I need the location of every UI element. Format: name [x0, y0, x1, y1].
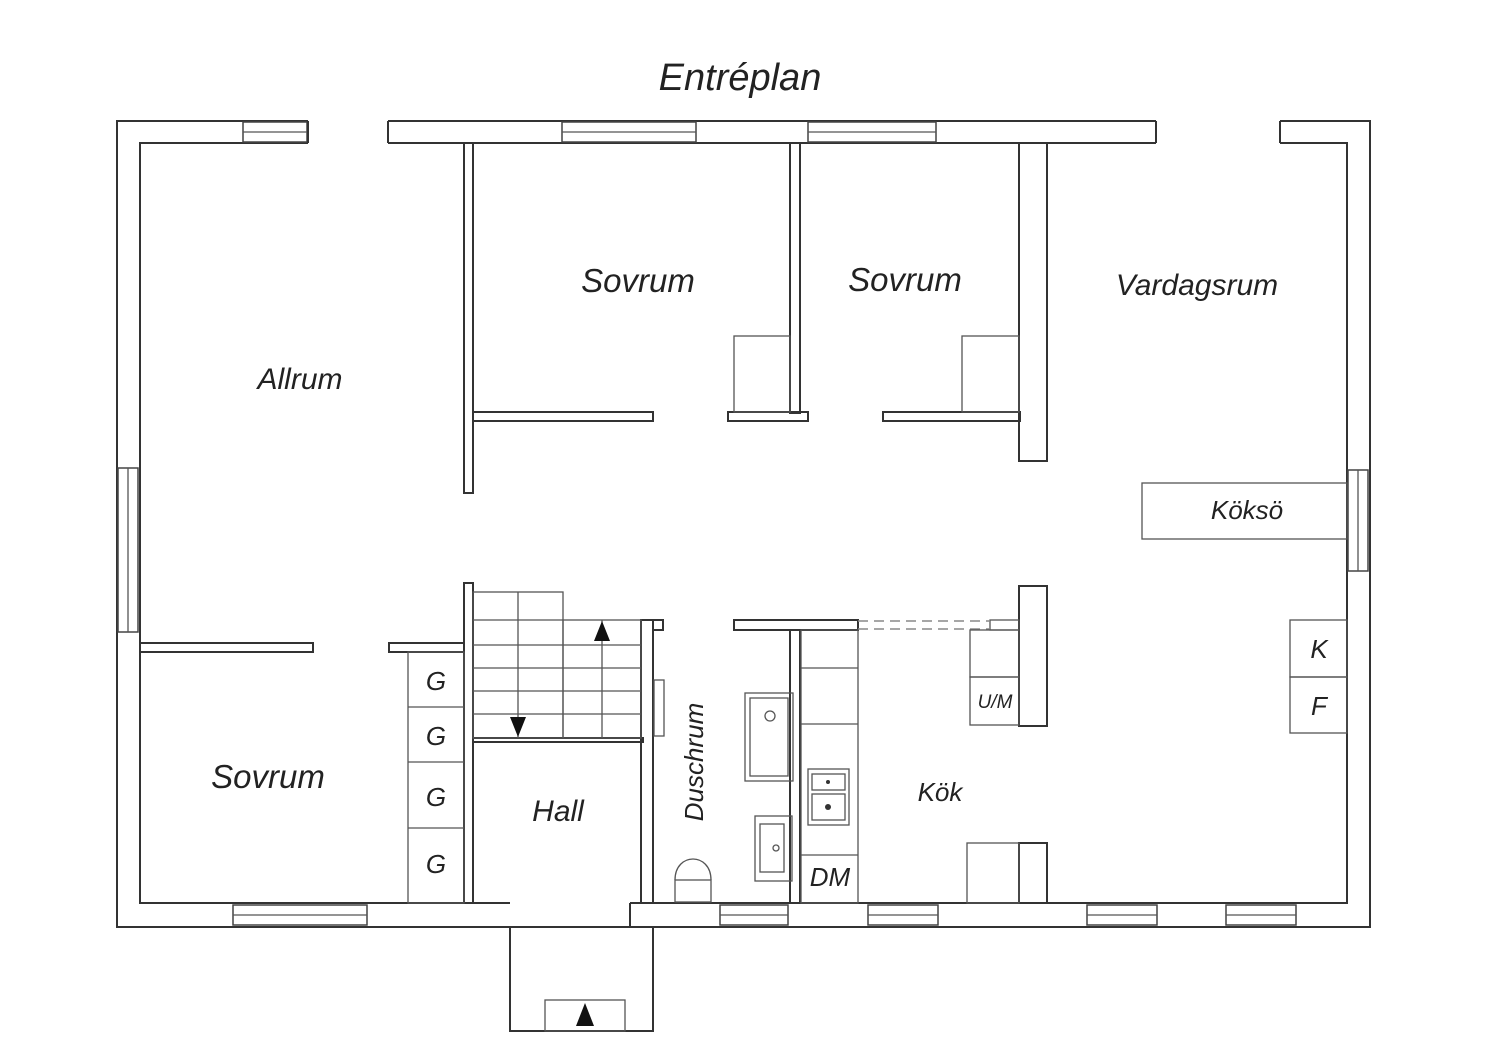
plan-title: Entréplan	[659, 57, 822, 99]
room-label-allrum: Allrum	[255, 363, 342, 396]
fixture-label-um: U/M	[978, 692, 1013, 713]
kitchen-fixtures	[800, 482, 1348, 904]
room-label-kokso: Köksö	[1211, 495, 1283, 525]
windows	[117, 121, 1369, 926]
fixture-label-k: K	[1310, 634, 1329, 664]
bathroom-fixtures	[674, 692, 794, 903]
room-label-sovrum: Sovrum	[848, 261, 962, 298]
kitchen-island	[1141, 482, 1348, 540]
wardrobe-label: G	[426, 782, 446, 812]
room-label-kok: Kök	[918, 777, 965, 807]
wardrobe-label: G	[426, 666, 446, 696]
washbasin	[754, 815, 793, 882]
shower-drain-icon	[764, 710, 776, 722]
staircase	[472, 591, 642, 739]
kitchen-sink-icon	[807, 768, 850, 826]
wardrobes: G G G G	[407, 651, 465, 904]
fixture-label-dm: DM	[810, 862, 851, 892]
stair-up-arrow-icon	[594, 621, 610, 641]
fixture-label-f: F	[1311, 691, 1329, 721]
room-label-vardagsrum: Vardagsrum	[1116, 269, 1278, 302]
entrance-steps	[509, 926, 654, 1032]
room-label-sovrum: Sovrum	[581, 262, 695, 299]
toilet-icon	[674, 858, 712, 903]
outer-walls	[116, 120, 1371, 928]
wardrobe-label: G	[426, 849, 446, 879]
room-label-sovrum: Sovrum	[211, 758, 325, 795]
room-label-duschrum: Duschrum	[679, 703, 709, 821]
wardrobe-label: G	[426, 721, 446, 751]
room-label-hall: Hall	[532, 795, 585, 828]
door-openings	[307, 119, 1281, 929]
stair-down-arrow-icon	[510, 717, 526, 737]
shower-tray	[744, 692, 794, 782]
entrance-arrow-icon	[576, 1003, 594, 1026]
